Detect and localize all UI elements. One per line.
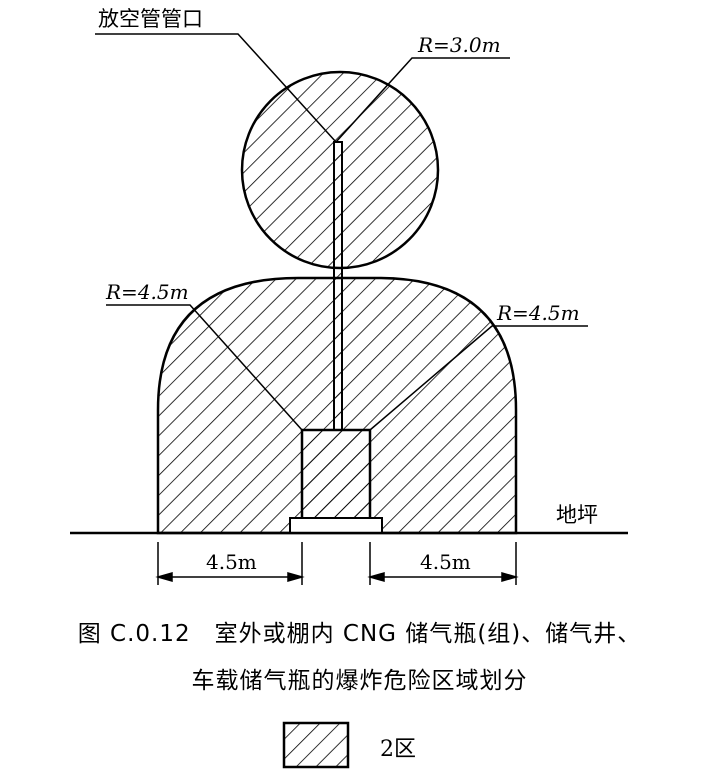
- radius-right-leader: [369, 325, 588, 431]
- storage-tank: [300, 428, 372, 522]
- dimension-left: [155, 542, 305, 585]
- tank-base: [289, 517, 383, 534]
- vent-pipe: [333, 141, 343, 431]
- radius-left-leader: [106, 304, 303, 431]
- dimension-left-label: 4.5m: [206, 550, 257, 574]
- radius-top-leader: [335, 57, 510, 143]
- radius-right-label: R=4.5m: [496, 301, 580, 325]
- ground-label: 地坪: [556, 503, 598, 527]
- explosion-zone-diagram: 放空管管口 R=3.0m R=4.5m R=4.5m 地坪 4.5m 4.5m: [70, 7, 628, 585]
- radius-top-label: R=3.0m: [417, 33, 501, 57]
- figure-caption-line1: 图 C.0.12 室外或棚内 CNG 储气瓶(组)、储气井、: [77, 621, 642, 647]
- vent-outlet-label: 放空管管口: [98, 7, 203, 31]
- dimension-right-label: 4.5m: [420, 550, 471, 574]
- radius-left-label: R=4.5m: [105, 280, 189, 304]
- vent-outlet-leader: [95, 33, 337, 143]
- legend-hatch-swatch: [282, 721, 350, 769]
- dimension-right: [367, 542, 519, 585]
- legend-zone-label: 2区: [380, 737, 416, 762]
- figure-caption-line2: 车载储气瓶的爆炸危险区域划分: [191, 668, 528, 694]
